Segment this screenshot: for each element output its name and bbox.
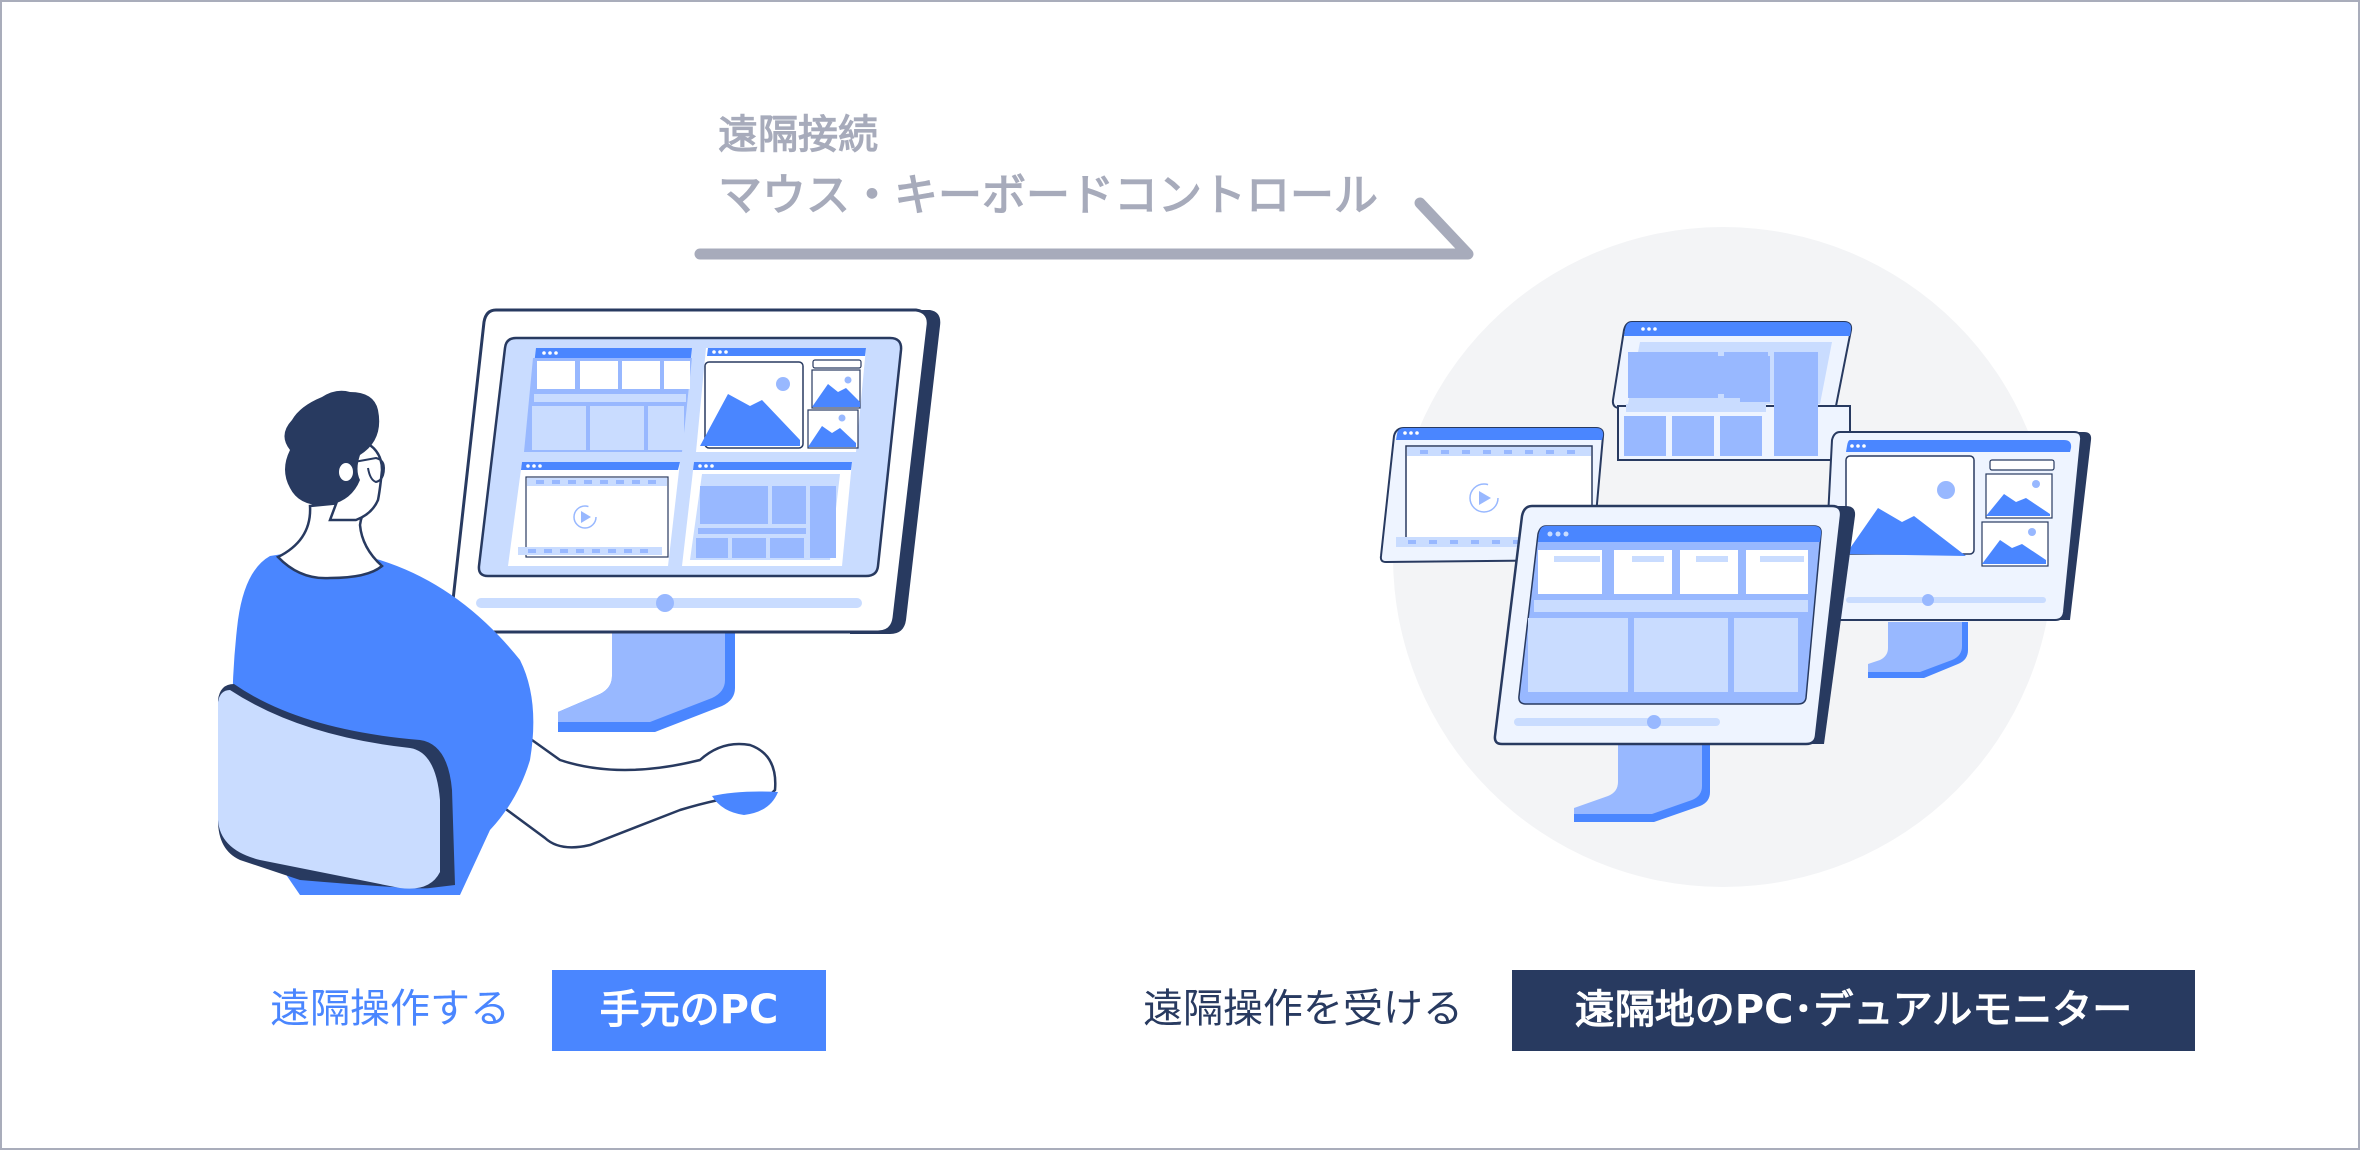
window-gallery bbox=[696, 348, 866, 452]
remote-pc-tag: 遠隔地のPC･デュアルモニター bbox=[1512, 970, 2195, 1051]
arrow-subtitle: マウス・キーボードコントロール bbox=[718, 170, 1378, 221]
arrow-right-icon bbox=[694, 197, 1474, 260]
local-role-label: 遠隔操作する bbox=[270, 986, 510, 1032]
window-layout bbox=[682, 462, 852, 566]
play-icon bbox=[1469, 483, 1499, 513]
play-icon bbox=[573, 505, 597, 529]
arrow-title: 遠隔接続 bbox=[718, 112, 878, 158]
remote-role-label: 遠隔操作を受ける bbox=[1143, 986, 1463, 1032]
local-pc-tag: 手元のPC bbox=[552, 970, 826, 1051]
person-illustration bbox=[218, 390, 778, 895]
window-video bbox=[508, 462, 680, 566]
window-dashboard bbox=[524, 348, 692, 452]
remote-monitor-main bbox=[1493, 504, 1856, 822]
remote-monitor-gallery bbox=[1821, 431, 2092, 678]
local-monitor bbox=[449, 308, 941, 732]
remote-window-layout-grid bbox=[1624, 352, 1818, 456]
